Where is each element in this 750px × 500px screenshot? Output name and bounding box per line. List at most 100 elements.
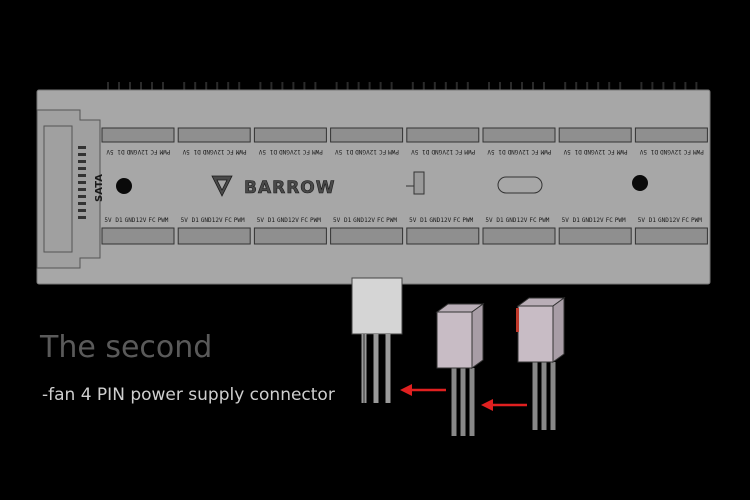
bottom-pin-label: PWM xyxy=(234,217,245,224)
bottom-pin-label: 12V xyxy=(517,217,528,224)
bottom-pin-label: PWM xyxy=(386,217,397,224)
bottom-pin-label: D1 xyxy=(420,217,428,224)
hub-board xyxy=(36,89,711,285)
top-pin-label: FC xyxy=(531,148,539,155)
top-pin-label: GND xyxy=(583,148,594,155)
sata-contact xyxy=(78,209,86,212)
bottom-pin-label: PWM xyxy=(691,217,702,224)
bottom-pin-label: 5V xyxy=(562,217,570,224)
bottom-pin-label: D1 xyxy=(496,217,504,224)
bottom-pin-label: PWM xyxy=(539,217,550,224)
top-pin-label: 5V xyxy=(411,148,419,155)
top-header-slot xyxy=(558,127,632,143)
sata-contact xyxy=(78,153,86,156)
bottom-pin-label: GND xyxy=(125,217,136,224)
bottom-header-slot xyxy=(177,227,251,245)
mounting-hole-right xyxy=(632,175,648,191)
caption-subtitle: -fan 4 PIN power supply connector xyxy=(42,385,335,405)
top-pin-label: 12V xyxy=(290,148,301,155)
bottom-pin-label: 5V xyxy=(485,217,493,224)
top-pin-label: PWM xyxy=(616,148,627,155)
caption-title: The second xyxy=(40,330,213,365)
top-pin-label: 12V xyxy=(442,148,453,155)
bottom-pin-label: PWM xyxy=(158,217,169,224)
bottom-pin-label: 5V xyxy=(638,217,646,224)
bottom-pin-label: D1 xyxy=(344,217,352,224)
bottom-pin-label: FC xyxy=(453,217,461,224)
bottom-pin-label: 12V xyxy=(593,217,604,224)
bottom-pin-label: FC xyxy=(682,217,690,224)
bottom-pin-label: PWM xyxy=(310,217,321,224)
arrow-1 xyxy=(400,384,446,396)
bottom-pin-label: GND xyxy=(429,217,440,224)
top-pin-label: FC xyxy=(226,148,234,155)
bottom-pin-label: GND xyxy=(506,217,517,224)
plugged-fan-connector xyxy=(351,277,403,403)
bottom-pin-label: D1 xyxy=(268,217,276,224)
bottom-pin-label: GND xyxy=(658,217,669,224)
bottom-pin-label: D1 xyxy=(649,217,657,224)
sata-contact xyxy=(78,195,86,198)
bottom-pin-label: 5V xyxy=(333,217,341,224)
bottom-pin-label: FC xyxy=(148,217,156,224)
top-pin-label: D1 xyxy=(650,148,658,155)
top-header-slot xyxy=(482,127,556,143)
oval-slot xyxy=(497,176,543,194)
bottom-pin-label: GND xyxy=(582,217,593,224)
top-header-slots xyxy=(101,127,708,143)
bottom-pin-label: FC xyxy=(606,217,614,224)
bottom-pin-label: 5V xyxy=(104,217,112,224)
top-pin-label: 12V xyxy=(213,148,224,155)
top-pin-label: PWM xyxy=(464,148,475,155)
sata-contacts xyxy=(78,146,86,219)
bottom-header-slot xyxy=(101,227,175,245)
top-pin-label: D1 xyxy=(269,148,277,155)
top-pin-label: 5V xyxy=(106,148,114,155)
bottom-pin-label: 12V xyxy=(288,217,299,224)
sata-contact xyxy=(78,216,86,219)
barrow-logo: BARROW xyxy=(211,175,335,198)
bottom-pin-label: GND xyxy=(201,217,212,224)
top-pin-label: 5V xyxy=(563,148,571,155)
top-pin-label: 12V xyxy=(594,148,605,155)
top-header-slot xyxy=(330,127,404,143)
bottom-pin-label: FC xyxy=(301,217,309,224)
top-header-slot xyxy=(634,127,708,143)
bottom-pin-label: FC xyxy=(529,217,537,224)
top-pin-label: GND xyxy=(507,148,518,155)
top-pin-label: 5V xyxy=(182,148,190,155)
bottom-pin-label: D1 xyxy=(192,217,200,224)
top-pin-label: FC xyxy=(150,148,158,155)
top-pin-label: 12V xyxy=(671,148,682,155)
sata-contact xyxy=(78,181,86,184)
bottom-pin-label: PWM xyxy=(462,217,473,224)
top-pin-label: 12V xyxy=(366,148,377,155)
top-pin-label: PWM xyxy=(388,148,399,155)
fan-connector-1 xyxy=(435,303,485,436)
top-header-slot xyxy=(177,127,251,143)
bottom-header-slots xyxy=(101,227,708,245)
bottom-pin-label: 5V xyxy=(409,217,417,224)
top-pin-label: 5V xyxy=(258,148,266,155)
top-pin-label: D1 xyxy=(117,148,125,155)
bottom-pin-label: 5V xyxy=(181,217,189,224)
bottom-pin-label: GND xyxy=(277,217,288,224)
top-header-slot xyxy=(101,127,175,143)
top-pin-label: 5V xyxy=(335,148,343,155)
sata-contact xyxy=(78,188,86,191)
bottom-pin-label: D1 xyxy=(115,217,123,224)
bottom-header-slot xyxy=(253,227,327,245)
top-pin-label: PWM xyxy=(235,148,246,155)
top-pin-label: PWM xyxy=(312,148,323,155)
fan-connector-2 xyxy=(516,297,566,430)
top-pin-label: 12V xyxy=(137,148,148,155)
bottom-pin-label: 12V xyxy=(669,217,680,224)
bottom-header-slot xyxy=(330,227,404,245)
top-header-slot xyxy=(253,127,327,143)
top-pin-label: D1 xyxy=(422,148,430,155)
top-pin-label: 5V xyxy=(639,148,647,155)
bottom-pin-label: FC xyxy=(225,217,233,224)
